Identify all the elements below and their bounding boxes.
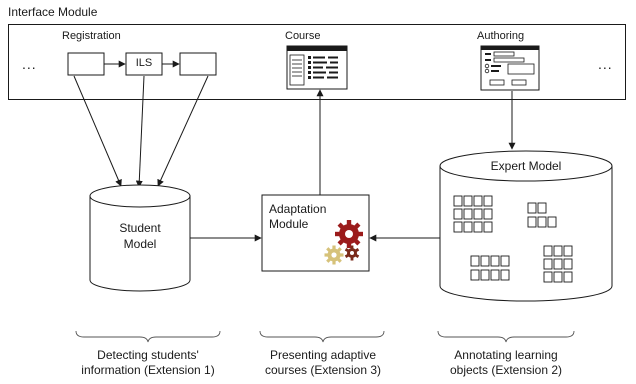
- learning-objects: [453, 195, 573, 283]
- extension-braces: [75, 330, 575, 343]
- large-red-gear: [335, 220, 363, 248]
- adaptation-module-label-line2: Module: [269, 217, 309, 231]
- student-model-cylinder: [89, 184, 191, 292]
- registration-output-box: [179, 52, 217, 76]
- registration-input-box: [67, 52, 105, 76]
- registration-to-student-arrows: [73, 75, 209, 188]
- extension-1-line1: Detecting students': [97, 348, 199, 362]
- model-connectors: [190, 89, 516, 242]
- interface-module-panel: [8, 24, 626, 100]
- registration-label: Registration: [62, 30, 121, 42]
- student-model-label-line1: Student: [119, 221, 161, 235]
- extension-2-line2: objects (Extension 2): [449, 363, 563, 377]
- course-document-icon: [286, 45, 348, 90]
- course-label: Course: [285, 30, 321, 42]
- small-brown-gear: [344, 245, 360, 261]
- extension-1-caption: Detecting students' information (Extensi…: [58, 348, 238, 378]
- extension-3-line1: Presenting adaptive: [269, 348, 377, 362]
- ils-label: ILS: [135, 57, 153, 69]
- extension-1-line2: information (Extension 1): [81, 363, 215, 377]
- authoring-label: Authoring: [477, 30, 525, 42]
- ellipsis-left: ...: [22, 56, 37, 72]
- adaptation-module-label-line1: Adaptation: [269, 202, 327, 216]
- registration-flow: [67, 52, 217, 76]
- extension-2-caption: Annotating learning objects (Extension 2…: [421, 348, 591, 378]
- small-yellow-gear: [324, 245, 344, 265]
- extension-2-line1: Annotating learning: [454, 348, 558, 362]
- authoring-form-icon: [480, 45, 540, 91]
- extension-3-caption: Presenting adaptive courses (Extension 3…: [238, 348, 408, 378]
- gears-icon: [324, 220, 363, 265]
- interface-module-title: Interface Module: [8, 5, 98, 19]
- expert-model-label: Expert Model: [490, 159, 562, 173]
- ellipsis-right: ...: [598, 56, 613, 72]
- student-model-label-line2: Model: [123, 237, 157, 251]
- extension-3-line2: courses (Extension 3): [264, 363, 382, 377]
